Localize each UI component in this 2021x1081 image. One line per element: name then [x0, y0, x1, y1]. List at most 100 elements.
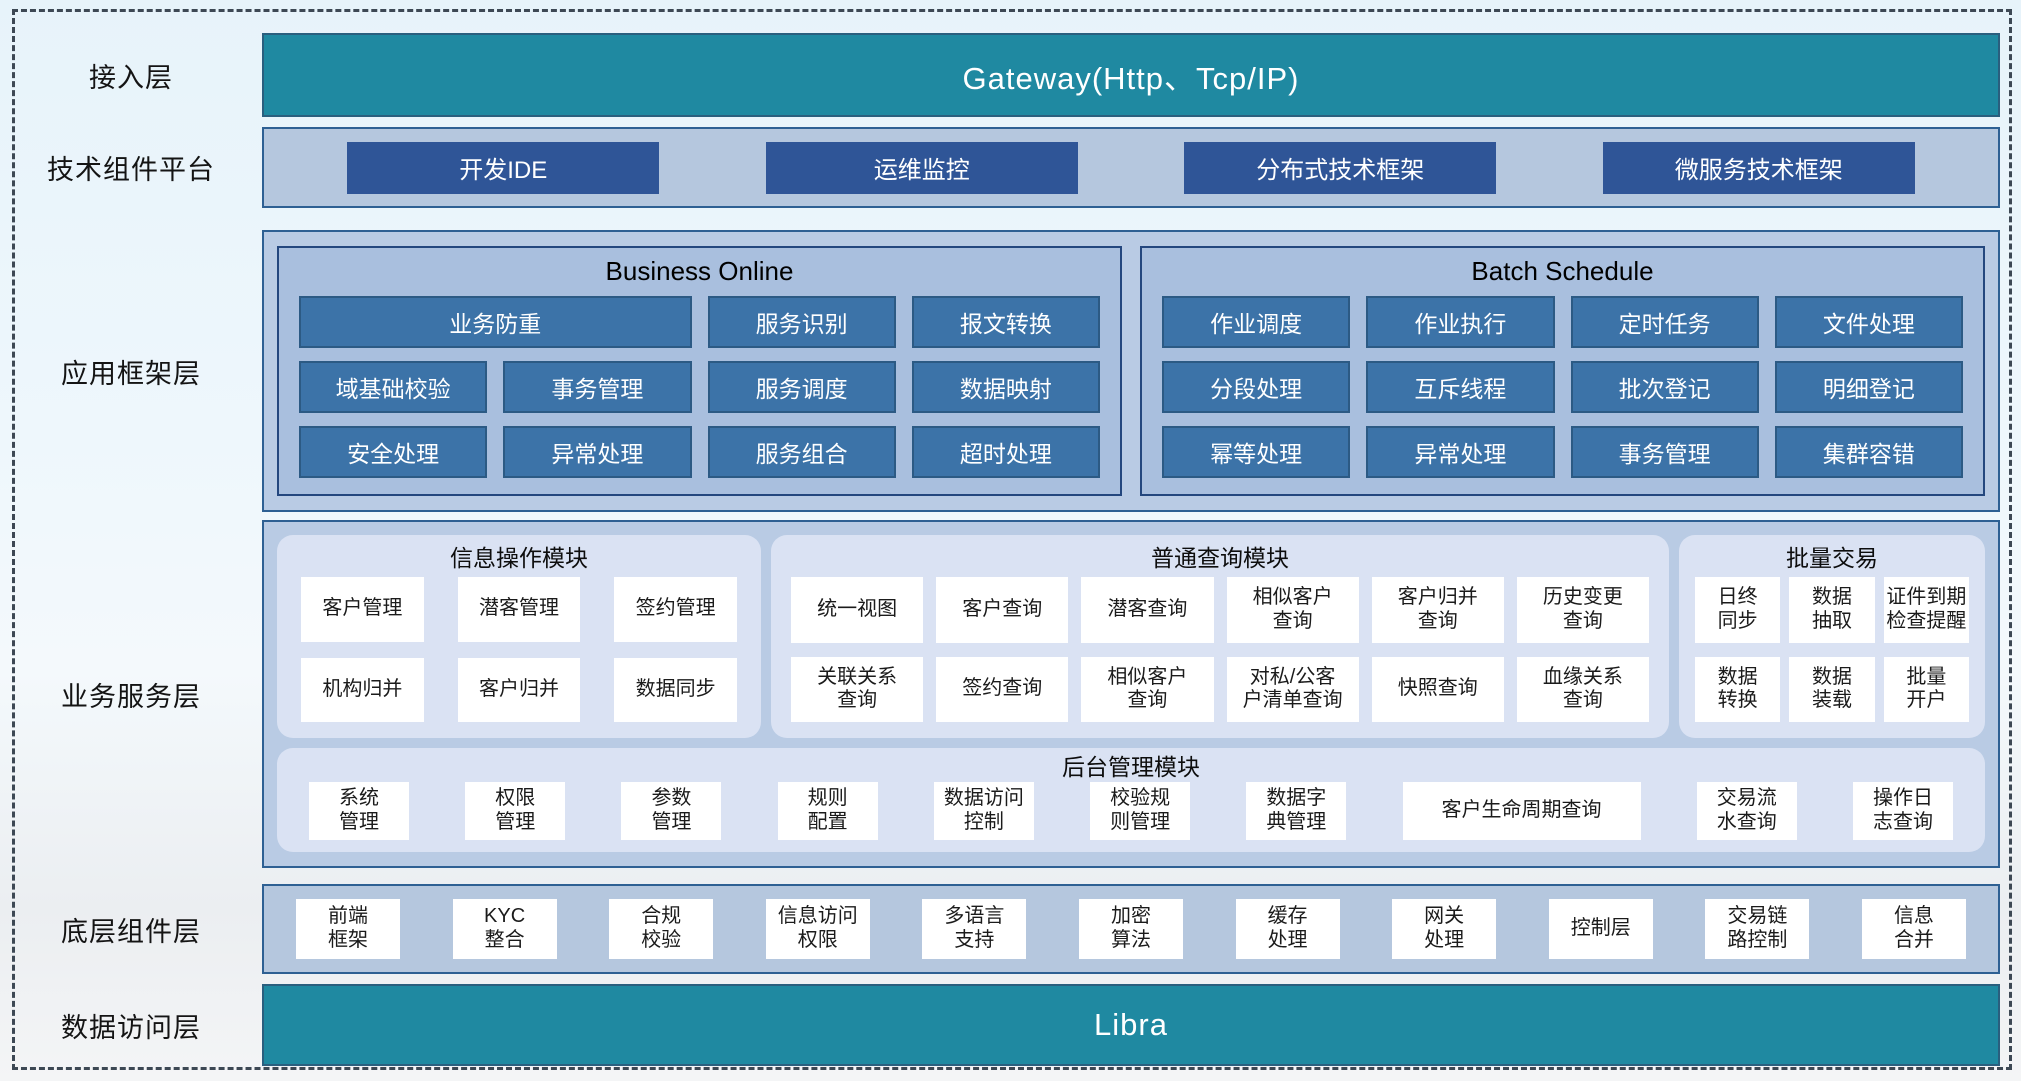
- layer-label-access: 接入层: [89, 62, 173, 93]
- framework-box: 事务管理: [503, 361, 692, 413]
- gateway-bar-label: Gateway(Http、Tcp/IP): [962, 60, 1300, 96]
- layer-label-framework: 应用框架层: [61, 358, 201, 389]
- management-box: 规则 配置: [777, 782, 878, 840]
- framework-box: 服务组合: [707, 426, 896, 478]
- base-component-box: 信息 合并: [1861, 899, 1966, 959]
- service-box: 数据 转换: [1695, 656, 1781, 722]
- business-online-grid: 业务防重服务识别报文转换域基础校验事务管理服务调度数据映射安全处理异常处理服务组…: [279, 294, 1120, 494]
- framework-box: 业务防重: [299, 296, 692, 348]
- framework-band: Business Online 业务防重服务识别报文转换域基础校验事务管理服务调…: [262, 230, 2000, 512]
- management-box: 校验规 则管理: [1090, 782, 1191, 840]
- info-operation-title: 信息操作模块: [450, 545, 588, 571]
- framework-box: 超时处理: [911, 426, 1100, 478]
- backend-management-card: 后台管理模块 系统 管理权限 管理参数 管理规则 配置数据访问 控制校验规 则管…: [277, 748, 1985, 852]
- service-box: 统一视图: [791, 577, 924, 643]
- base-component-box: 网关 处理: [1392, 899, 1497, 959]
- layer-label-data-access: 数据访问层: [61, 1012, 201, 1043]
- framework-box: 报文转换: [911, 296, 1100, 348]
- batch-schedule-panel: Batch Schedule 作业调度作业执行定时任务文件处理分段处理互斥线程批…: [1140, 246, 1985, 496]
- framework-box: 安全处理: [299, 426, 488, 478]
- framework-box: 服务调度: [707, 361, 896, 413]
- framework-box: 互斥线程: [1366, 361, 1555, 413]
- libra-bar-label: Libra: [1094, 1007, 1168, 1042]
- management-box: 权限 管理: [465, 782, 566, 840]
- backend-management-row: 系统 管理权限 管理参数 管理规则 配置数据访问 控制校验规 则管理数据字 典管…: [277, 782, 1985, 852]
- gateway-bar: Gateway(Http、Tcp/IP): [262, 33, 2000, 117]
- business-online-panel: Business Online 业务防重服务识别报文转换域基础校验事务管理服务调…: [277, 246, 1122, 496]
- batch-trade-title: 批量交易: [1786, 545, 1878, 571]
- service-box: 客户归并 查询: [1371, 577, 1504, 643]
- framework-box: 定时任务: [1570, 296, 1759, 348]
- service-box: 客户查询: [936, 577, 1069, 643]
- base-component-box: 多语言 支持: [922, 899, 1027, 959]
- base-component-box: 缓存 处理: [1235, 899, 1340, 959]
- batch-trade-card: 批量交易 日终 同步数据 抽取证件到期 检查提醒数据 转换数据 装载批量 开户: [1679, 535, 1985, 738]
- layer-label-base: 底层组件层: [61, 916, 201, 947]
- service-box: 相似客户 查询: [1226, 577, 1359, 643]
- batch-schedule-title: Batch Schedule: [1471, 255, 1654, 286]
- base-component-box: 控制层: [1548, 899, 1653, 959]
- service-box: 关联关系 查询: [791, 656, 924, 722]
- service-box: 证件到期 检查提醒: [1883, 577, 1969, 643]
- framework-box: 作业执行: [1366, 296, 1555, 348]
- tech-component-box: 分布式技术框架: [1184, 141, 1497, 194]
- management-box: 参数 管理: [621, 782, 722, 840]
- batch-trade-grid: 日终 同步数据 抽取证件到期 检查提醒数据 转换数据 装载批量 开户: [1679, 577, 1985, 738]
- tech-component-box: 微服务技术框架: [1602, 141, 1915, 194]
- tech-component-box: 开发IDE: [347, 141, 660, 194]
- tech-platform-band: 开发IDE 运维监控 分布式技术框架 微服务技术框架: [262, 127, 2000, 208]
- framework-box: 明细登记: [1774, 361, 1963, 413]
- base-component-box: 合规 校验: [609, 899, 714, 959]
- service-top-row: 信息操作模块 客户管理潜客管理签约管理机构归并客户归并数据同步 普通查询模块 统…: [277, 535, 1985, 738]
- service-box: 潜客查询: [1081, 577, 1214, 643]
- backend-management-title: 后台管理模块: [1062, 754, 1200, 780]
- service-box: 血缘关系 查询: [1516, 656, 1649, 722]
- framework-box: 集群容错: [1774, 426, 1963, 478]
- service-box: 日终 同步: [1695, 577, 1781, 643]
- service-box: 快照查询: [1371, 656, 1504, 722]
- service-band: 信息操作模块 客户管理潜客管理签约管理机构归并客户归并数据同步 普通查询模块 统…: [262, 520, 2000, 868]
- service-box: 潜客管理: [457, 577, 581, 642]
- common-query-card: 普通查询模块 统一视图客户查询潜客查询相似客户 查询客户归并 查询历史变更 查询…: [771, 535, 1669, 738]
- framework-box: 异常处理: [1366, 426, 1555, 478]
- framework-box: 异常处理: [503, 426, 692, 478]
- common-query-title: 普通查询模块: [1151, 545, 1289, 571]
- common-query-grid: 统一视图客户查询潜客查询相似客户 查询客户归并 查询历史变更 查询关联关系 查询…: [771, 577, 1669, 738]
- framework-box: 事务管理: [1570, 426, 1759, 478]
- management-box: 交易流 水查询: [1696, 782, 1797, 840]
- framework-box: 作业调度: [1162, 296, 1351, 348]
- framework-box: 服务识别: [707, 296, 896, 348]
- batch-schedule-grid: 作业调度作业执行定时任务文件处理分段处理互斥线程批次登记明细登记幂等处理异常处理…: [1142, 294, 1983, 494]
- service-box: 数据 抽取: [1789, 577, 1875, 643]
- management-box: 客户生命周期查询: [1402, 782, 1641, 840]
- framework-box: 文件处理: [1774, 296, 1963, 348]
- management-box: 系统 管理: [309, 782, 409, 840]
- service-box: 相似客户 查询: [1081, 656, 1214, 722]
- framework-box: 幂等处理: [1162, 426, 1351, 478]
- management-box: 数据访问 控制: [933, 782, 1034, 840]
- layer-label-tech: 技术组件平台: [47, 155, 215, 185]
- management-box: 操作日 志查询: [1852, 782, 1953, 840]
- framework-box: 数据映射: [911, 361, 1100, 413]
- base-component-box: KYC 整合: [452, 899, 557, 959]
- tech-component-box: 运维监控: [765, 141, 1078, 194]
- service-box: 批量 开户: [1883, 656, 1969, 722]
- service-box: 历史变更 查询: [1516, 577, 1649, 643]
- base-component-box: 交易链 路控制: [1705, 899, 1810, 959]
- info-operation-grid: 客户管理潜客管理签约管理机构归并客户归并数据同步: [277, 577, 761, 738]
- business-online-title: Business Online: [605, 255, 794, 286]
- service-box: 签约查询: [936, 656, 1069, 722]
- service-box: 对私/公客 户清单查询: [1226, 656, 1359, 722]
- management-box: 数据字 典管理: [1246, 782, 1347, 840]
- base-component-box: 前端 框架: [296, 899, 400, 959]
- framework-box: 域基础校验: [299, 361, 488, 413]
- service-box: 客户归并: [457, 657, 581, 722]
- service-box: 客户管理: [301, 577, 424, 642]
- layer-label-service: 业务服务层: [61, 681, 201, 712]
- libra-bar: Libra: [262, 984, 2000, 1066]
- framework-box: 批次登记: [1570, 361, 1759, 413]
- service-box: 数据 装载: [1789, 656, 1875, 722]
- service-box: 数据同步: [614, 657, 737, 722]
- info-operation-card: 信息操作模块 客户管理潜客管理签约管理机构归并客户归并数据同步: [277, 535, 761, 738]
